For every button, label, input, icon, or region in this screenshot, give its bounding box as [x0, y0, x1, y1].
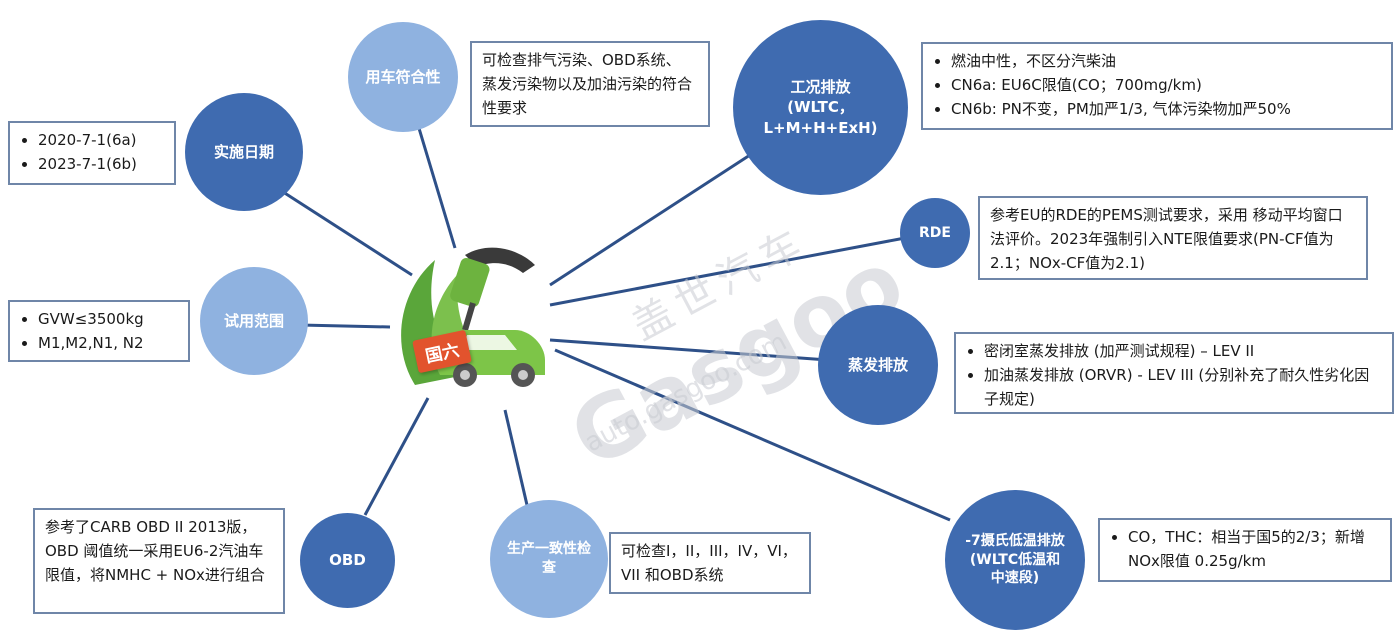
connector-obd [363, 397, 430, 516]
connector-rde [549, 236, 906, 307]
connector-scope [299, 323, 391, 329]
detail-evap-item: 密闭室蒸发排放 (加严测试规程) – LEV II [984, 339, 1382, 363]
detail-low-temperature: CO，THC：相当于国5的2/3；新增NOx限值 0.25g/km [1098, 518, 1392, 582]
detail-lowtemp-item: CO，THC：相当于国5的2/3；新增NOx限值 0.25g/km [1128, 525, 1380, 573]
detail-wltc-item: 燃油中性，不区分汽柴油 [951, 49, 1381, 73]
bubble-low-temperature: -7摄氏低温排放 (WLTC低温和中速段) [945, 490, 1085, 630]
connector-date [279, 188, 413, 277]
bubble-compliance: 用车符合性 [348, 22, 458, 132]
detail-evap-item: 加油蒸发排放 (ORVR) - LEV III (分别补充了耐久性劣化因子规定) [984, 363, 1382, 411]
bubble-rde: RDE [900, 198, 970, 268]
detail-wltc-item: CN6b: PN不变，PM加严1/3, 气体污染物加严50% [951, 97, 1381, 121]
detail-rde-text: 参考EU的RDE的PEMS测试要求，采用 移动平均窗口法评价。2023年强制引入… [990, 206, 1343, 272]
bubble-implementation-date: 实施日期 [185, 93, 303, 211]
detail-scope: GVW≤3500kg M1,M2,N1, N2 [8, 300, 190, 362]
detail-evaporative: 密闭室蒸发排放 (加严测试规程) – LEV II 加油蒸发排放 (ORVR) … [954, 332, 1394, 414]
detail-compliance: 可检查排气污染、OBD系统、 蒸发污染物以及加油污染的符合性要求 [470, 41, 710, 127]
center-hub: 国六 [395, 235, 555, 395]
bubble-production-conformity: 生产一致性检查 [490, 500, 608, 618]
bubble-scope: 试用范围 [200, 267, 308, 375]
detail-production-conformity: 可检查I，II，III，IV，VI，VII 和OBD系统 [609, 532, 811, 594]
detail-wltc: 燃油中性，不区分汽柴油 CN6a: EU6C限值(CO；700mg/km) CN… [921, 42, 1393, 130]
detail-rde: 参考EU的RDE的PEMS测试要求，采用 移动平均窗口法评价。2023年强制引入… [978, 196, 1368, 280]
connector-wltc [549, 153, 751, 287]
connector-cop [503, 409, 529, 506]
detail-obd-text: 参考了CARB OBD II 2013版，OBD 阈值统一采用EU6-2汽油车限… [45, 518, 265, 584]
detail-scope-item: GVW≤3500kg [38, 307, 178, 331]
detail-date-item: 2023-7-1(6b) [38, 152, 164, 176]
bubble-evaporative: 蒸发排放 [818, 305, 938, 425]
detail-date-item: 2020-7-1(6a) [38, 128, 164, 152]
detail-implementation-date: 2020-7-1(6a) 2023-7-1(6b) [8, 121, 176, 185]
bubble-wltc: 工况排放 (WLTC， L+M+H+ExH) [733, 20, 908, 195]
bubble-obd: OBD [300, 513, 395, 608]
detail-wltc-item: CN6a: EU6C限值(CO；700mg/km) [951, 73, 1381, 97]
detail-compliance-text: 可检查排气污染、OBD系统、 蒸发污染物以及加油污染的符合性要求 [482, 51, 693, 117]
connector-lowtemp [554, 348, 951, 522]
detail-obd: 参考了CARB OBD II 2013版，OBD 阈值统一采用EU6-2汽油车限… [33, 508, 285, 614]
detail-scope-item: M1,M2,N1, N2 [38, 331, 178, 355]
connector-evap [549, 338, 829, 362]
detail-cop-text: 可检查I，II，III，IV，VI，VII 和OBD系统 [621, 542, 797, 584]
